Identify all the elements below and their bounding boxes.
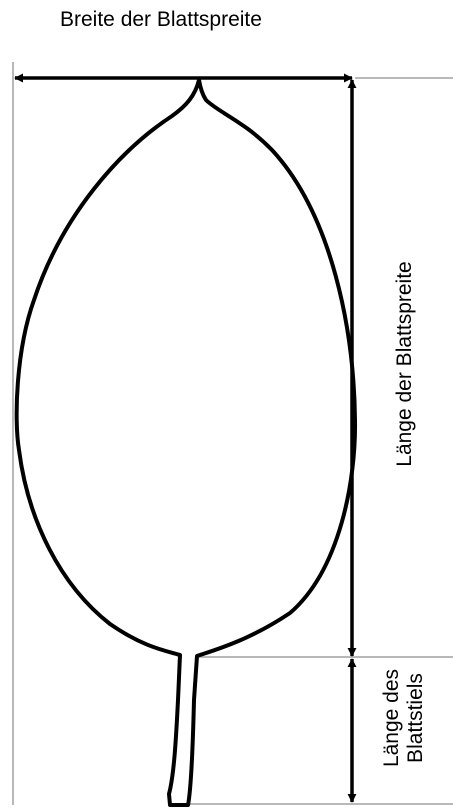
blade-width-label: Breite der Blattspreite bbox=[60, 8, 262, 32]
petiole-length-text-line2: Blattstiels bbox=[404, 669, 428, 767]
blade-length-label: Länge der Blattspreite bbox=[393, 261, 417, 466]
petiole-length-text-line1: Länge des bbox=[380, 669, 404, 767]
blade-length-text: Länge der Blattspreite bbox=[393, 261, 417, 466]
leaf-outline bbox=[17, 80, 355, 805]
petiole-length-label: Länge des Blattstiels bbox=[380, 669, 428, 767]
